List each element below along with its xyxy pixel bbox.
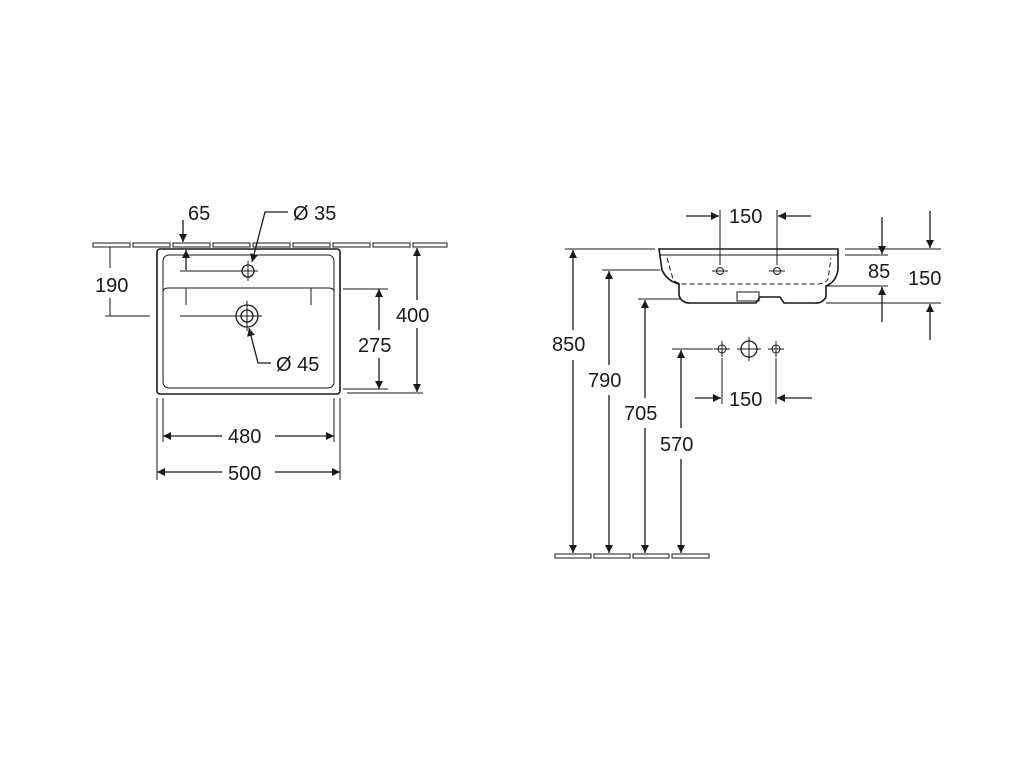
dim-basin-height: 150: [908, 268, 941, 290]
drain-hole-icon: [232, 301, 262, 331]
dim-drain-hole: Ø 45: [276, 354, 319, 376]
dim-top-spacing: 150: [729, 206, 762, 228]
dim-overall-depth: 400: [396, 305, 429, 327]
tap-hole-left-icon: [712, 267, 728, 275]
basin-bowl-edge: [162, 287, 335, 293]
dim-faucet-depth: 190: [95, 275, 128, 297]
dim-drain-outlet-height: 705: [624, 403, 657, 425]
dim-faucet-hole: Ø 35: [293, 203, 336, 225]
basin-inner: [162, 254, 335, 389]
side-view: 150 85 150: [552, 206, 941, 559]
tap-hole-right-icon: [769, 267, 785, 275]
dim-drain-height: 275: [358, 335, 391, 357]
dim-mount-height: 850: [552, 334, 585, 356]
dim-supply-height: 570: [660, 434, 693, 456]
top-view: 65 Ø 35 Ø 45 190 275 400 480: [92, 203, 448, 485]
supply-drain-icon: [737, 337, 761, 361]
floor-strip: [554, 553, 710, 559]
dim-inner-width: 480: [228, 426, 261, 448]
dim-rim-height: 85: [868, 261, 890, 283]
dim-outer-width: 500: [228, 463, 261, 485]
dim-faucet-offset: 65: [188, 203, 210, 225]
wall-strip-top: [92, 242, 448, 248]
faucet-hole-icon: [238, 261, 258, 281]
basin-side-body: [658, 248, 839, 304]
dim-tap-height: 790: [588, 370, 621, 392]
dim-supply-spacing: 150: [729, 389, 762, 411]
supply-valve-right-icon: [768, 341, 784, 357]
supply-valve-left-icon: [714, 341, 730, 357]
